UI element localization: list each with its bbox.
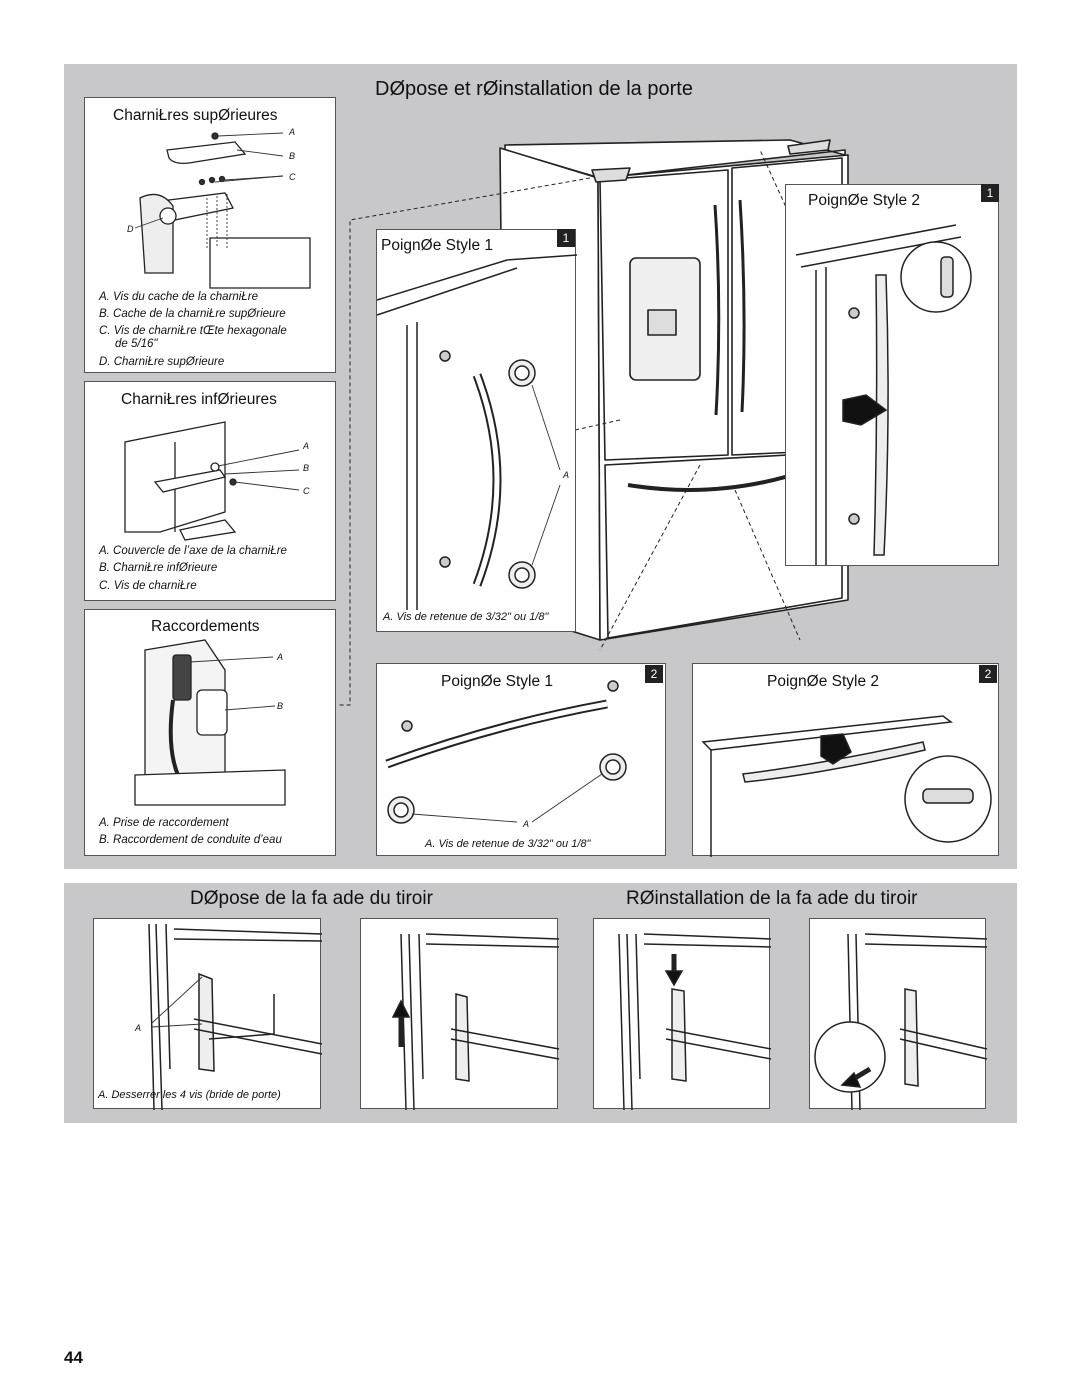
upper-hinge-letter-b: B [289, 151, 296, 161]
lower-hinge-caption-c: C. Vis de charniŁre [99, 580, 197, 592]
upper-hinges-box: CharniŁres supØrieures A B C D A. Vis du… [84, 97, 336, 373]
handle-style1-step1-title: PoignØe Style 1 [381, 237, 494, 254]
connections-box: Raccordements A B A. Prise de raccordeme… [84, 609, 336, 856]
drawer-step-3-box [593, 918, 772, 1111]
drawer-step-1-box: A A. Desserrer les 4 vis (bride de porte… [93, 918, 323, 1111]
handle-style1-step1-box: PoignØe Style 1 1 A A. Vis de retenue de… [376, 229, 578, 632]
upper-hinge-caption-a: A. Vis du cache de la charniŁre [99, 291, 258, 303]
lower-hinge-caption-a: A. Couvercle de l’axe de la charniŁre [99, 545, 287, 557]
drawer-letter-a: A [135, 1023, 142, 1033]
handle-style1-step2-illustration [385, 680, 627, 824]
connections-title: Raccordements [151, 618, 260, 635]
connections-letter-a: A [277, 652, 284, 662]
handle-style1-step2-caption: A. Vis de retenue de 3/32" ou 1/8" [425, 838, 591, 850]
door-section-title: DØpose et rØinstallation de la porte [375, 78, 693, 100]
connections-letter-b: B [277, 701, 284, 711]
drawer-step-1-illustration [148, 923, 323, 1111]
drawer-step-4-illustration [814, 933, 988, 1111]
lower-hinges-title: CharniŁres infØrieures [121, 391, 277, 408]
lower-hinge-illustration [124, 421, 300, 541]
upper-hinge-caption-b: B. Cache de la charniŁre supØrieure [99, 308, 286, 320]
handle-style1-illustration [376, 254, 578, 610]
connections-caption-a: A. Prise de raccordement [99, 817, 229, 829]
lower-hinge-letter-a: A [303, 441, 310, 451]
handle-style1-step2-box: PoignØe Style 1 2 A A. Vis de retenue de… [376, 663, 666, 856]
handle-style2-step1-box: PoignØe Style 2 1 [785, 184, 999, 566]
upper-hinge-letter-d: D [127, 224, 134, 234]
drawer-removal-title: DØpose de la fa ade du tiroir [190, 888, 433, 909]
lower-hinge-letter-b: B [303, 463, 310, 473]
step-badge-2b: 2 [979, 665, 997, 683]
lower-hinges-box: CharniŁres infØrieures A B C A. Couvercl… [84, 381, 336, 601]
drawer-caption: A. Desserrer les 4 vis (bride de porte) [98, 1089, 281, 1101]
handle-style2-step2-title: PoignØe Style 2 [767, 673, 880, 690]
upper-hinge-caption-c2: de 5/16" [115, 338, 158, 350]
handle-style1-step1-letter-a: A [563, 470, 570, 480]
step-badge-1: 1 [557, 229, 575, 247]
upper-hinge-illustration [134, 132, 311, 289]
handle-style2-step2-box: PoignØe Style 2 2 [692, 663, 999, 857]
connections-illustration [134, 639, 286, 806]
upper-hinge-letter-c: C [289, 172, 296, 182]
handle-style1-step1-caption: A. Vis de retenue de 3/32" ou 1/8" [383, 611, 549, 623]
connections-caption-b: B. Raccordement de conduite d’eau [99, 834, 282, 846]
drawer-reinstall-title: RØinstallation de la fa ade du tiroir [626, 888, 918, 909]
page-number: 44 [64, 1348, 83, 1367]
handle-style1-step2-title: PoignØe Style 1 [441, 673, 554, 690]
step-badge-1b: 1 [981, 184, 999, 202]
upper-hinge-letter-a: A [289, 127, 296, 137]
handle-style2-illustration [795, 224, 972, 565]
step-badge-2: 2 [645, 665, 663, 683]
upper-hinge-caption-d: D. CharniŁre supØrieure [99, 356, 225, 368]
handle-style2-step1-title: PoignØe Style 2 [808, 192, 921, 209]
upper-hinges-title: CharniŁres supØrieures [113, 107, 278, 124]
lower-hinge-caption-b: B. CharniŁre infØrieure [99, 562, 218, 574]
upper-hinge-caption-c: C. Vis de charniŁre tŒte hexagonale [99, 325, 287, 337]
handle-style2-step2-illustration [701, 715, 992, 857]
drawer-step-3-illustration [618, 933, 772, 1111]
drawer-step-2-box [360, 918, 560, 1111]
handle-style1-step2-letter-a: A [523, 819, 530, 829]
drawer-step-4-box [809, 918, 988, 1111]
lower-hinge-letter-c: C [303, 486, 310, 496]
drawer-step-2-illustration [391, 933, 560, 1111]
